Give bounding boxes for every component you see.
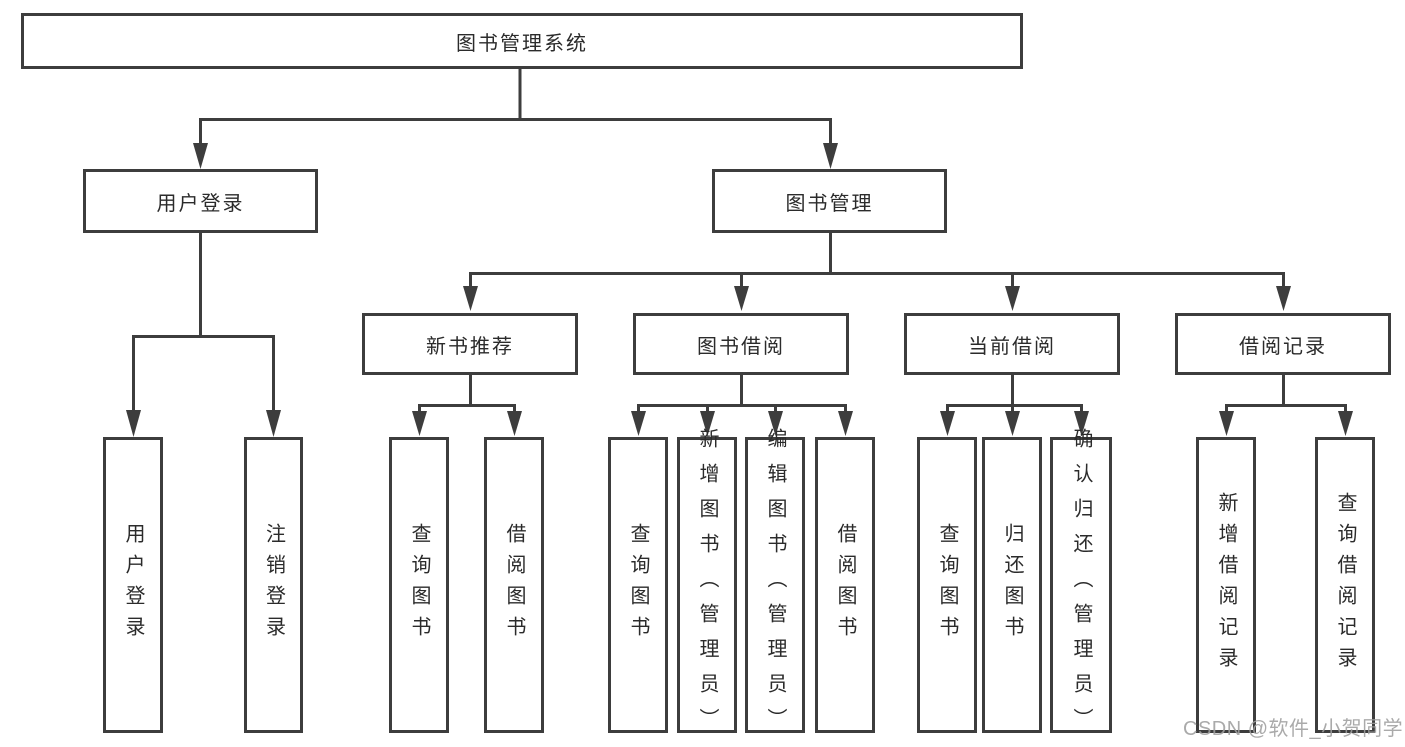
- node-borrowing-records: 借阅记录: [1175, 313, 1391, 375]
- node-leaf-query-borrow-record: 查询借阅记录: [1315, 437, 1375, 733]
- node-label: 图书管理: [785, 192, 874, 215]
- node-label: 归还图书: [1001, 523, 1023, 647]
- node-leaf-edit-books-admin: 编辑图书（管理员）: [745, 428, 805, 743]
- connector-borrow-records-to-leaves: [1225, 375, 1347, 414]
- node-label: 确认归还（管理员）: [1070, 427, 1092, 743]
- connector-user-login-to-leaves: [132, 233, 275, 414]
- node-leaf-add-borrow-record: 新增借阅记录: [1196, 437, 1256, 733]
- node-leaf-borrow-books-under-recommendation: 借阅图书: [484, 437, 544, 733]
- node-book-management: 图书管理: [712, 169, 947, 233]
- node-leaf-borrow-books-under-borrowing: 借阅图书: [815, 437, 875, 733]
- connector-book-mgmt-to-level3: [469, 233, 1285, 288]
- node-label: 新书推荐: [426, 335, 514, 358]
- node-label: 图书管理系统: [456, 32, 588, 55]
- node-leaf-query-books-under-current: 查询图书: [917, 437, 977, 733]
- connector-current-borrow-to-leaves: [946, 375, 1083, 414]
- node-label: 用户登录: [122, 523, 144, 647]
- node-book-borrowing: 图书借阅: [633, 313, 849, 375]
- node-new-book-recommendation: 新书推荐: [362, 313, 578, 375]
- node-label: 查询图书: [408, 523, 430, 647]
- node-label: 当前借阅: [968, 335, 1056, 358]
- node-leaf-return-books: 归还图书: [982, 437, 1042, 733]
- node-label: 新增借阅记录: [1215, 492, 1237, 678]
- node-label: 编辑图书（管理员）: [764, 427, 786, 743]
- node-leaf-query-books-under-borrowing: 查询图书: [608, 437, 668, 733]
- node-user-login: 用户登录: [83, 169, 318, 233]
- node-label: 用户登录: [156, 192, 245, 215]
- node-leaf-logout: 注销登录: [244, 437, 303, 733]
- node-label: 图书借阅: [697, 335, 785, 358]
- node-leaf-user-login: 用户登录: [103, 437, 163, 733]
- node-current-borrowing: 当前借阅: [904, 313, 1120, 375]
- node-label: 新增图书（管理员）: [696, 427, 718, 743]
- node-label: 借阅记录: [1239, 335, 1327, 358]
- node-leaf-add-books-admin: 新增图书（管理员）: [677, 428, 737, 743]
- csdn-watermark: CSDN @软件_小贺同学: [1183, 718, 1404, 740]
- connector-book-borrow-to-leaves: [637, 375, 847, 414]
- node-library-management-system: 图书管理系统: [21, 13, 1023, 69]
- node-label: 借阅图书: [503, 523, 525, 647]
- arrowheads: [126, 143, 1353, 437]
- connector-root-to-level2: [199, 69, 832, 146]
- node-label: 借阅图书: [834, 523, 856, 647]
- node-leaf-confirm-return-admin: 确认归还（管理员）: [1050, 428, 1112, 743]
- connector-new-book-rec-to-leaves: [418, 375, 516, 414]
- node-label: 查询图书: [627, 523, 649, 647]
- node-leaf-query-books-under-recommendation: 查询图书: [389, 437, 449, 733]
- node-label: 查询图书: [936, 523, 958, 647]
- node-label: 注销登录: [262, 523, 285, 647]
- node-label: 查询借阅记录: [1334, 492, 1356, 678]
